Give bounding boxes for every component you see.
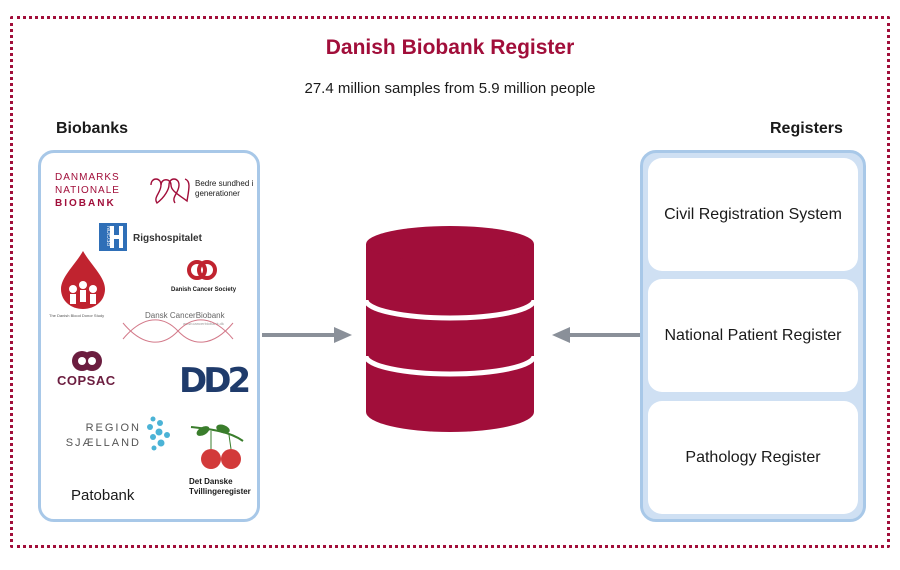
logo-rigshospitalet: Rigshospitalet bbox=[133, 233, 202, 244]
database-icon bbox=[363, 226, 537, 432]
logo-line: Bedre sundhed i bbox=[195, 179, 254, 188]
registers-panel: Civil Registration System National Patie… bbox=[640, 150, 866, 522]
register-label: Pathology Register bbox=[685, 449, 821, 466]
logo-patobank: Patobank bbox=[71, 487, 135, 504]
logo-line: DANMARKS bbox=[55, 172, 120, 183]
copsac-icon bbox=[72, 351, 102, 371]
dna-helix-icon bbox=[122, 319, 234, 343]
apples-icon bbox=[190, 424, 244, 469]
logo-line: BIOBANK bbox=[55, 198, 116, 209]
dotted-border-frame bbox=[10, 16, 890, 548]
logo-tvillingeregister: Det Danske Tvillingeregister bbox=[189, 477, 251, 497]
logo-dansk-cancerbiobank-url: www.cancerbiobank.dk bbox=[183, 321, 224, 326]
register-civil-registration: Civil Registration System bbox=[648, 158, 858, 271]
hearts-icon bbox=[150, 178, 190, 205]
logo-blood-donor-caption: The Danish Blood Donor Study bbox=[49, 313, 105, 318]
logo-line: SJÆLLAND bbox=[65, 437, 141, 449]
logo-line: generationer bbox=[195, 189, 240, 198]
register-national-patient: National Patient Register bbox=[648, 279, 858, 392]
registers-heading: Registers bbox=[770, 120, 843, 137]
arrow-left-icon bbox=[552, 327, 642, 343]
register-label: Civil Registration System bbox=[664, 206, 842, 223]
biobanks-heading: Biobanks bbox=[56, 120, 129, 137]
logo-dansk-cancerbiobank: Dansk CancerBiobank bbox=[145, 311, 225, 320]
logo-line: Det Danske bbox=[189, 477, 233, 486]
dots-icon bbox=[147, 416, 170, 451]
diagram-subtitle: 27.4 million samples from 5.9 million pe… bbox=[304, 80, 596, 97]
logo-line: NATIONALE bbox=[55, 185, 120, 196]
logo-bedre-sundhed: Bedre sundhed i generationer bbox=[195, 179, 253, 199]
logo-region-sjaelland: REGION SJÆLLAND bbox=[51, 421, 141, 451]
arrow-right-icon bbox=[262, 327, 352, 343]
diagram-title: Danish Biobank Register bbox=[325, 36, 575, 59]
rigshospitalet-badge-icon: REGION bbox=[99, 223, 127, 251]
logo-line: Tvillingeregister bbox=[189, 487, 251, 496]
cancer-society-icon bbox=[187, 260, 217, 280]
biobanks-panel: DANMARKS NATIONALE BIOBANK Bedre sundhed… bbox=[38, 150, 260, 522]
logo-danmarks-nationale-biobank: DANMARKS NATIONALE BIOBANK bbox=[55, 171, 135, 210]
logo-line: REGION bbox=[85, 422, 141, 434]
logo-danish-cancer-society: Danish Cancer Society bbox=[171, 287, 237, 293]
blood-drop-icon bbox=[61, 251, 105, 309]
logo-copsac: COPSAC bbox=[57, 373, 116, 388]
register-pathology: Pathology Register bbox=[648, 401, 858, 514]
register-label: National Patient Register bbox=[664, 327, 842, 344]
logo-dd2: DD2 bbox=[179, 361, 251, 401]
